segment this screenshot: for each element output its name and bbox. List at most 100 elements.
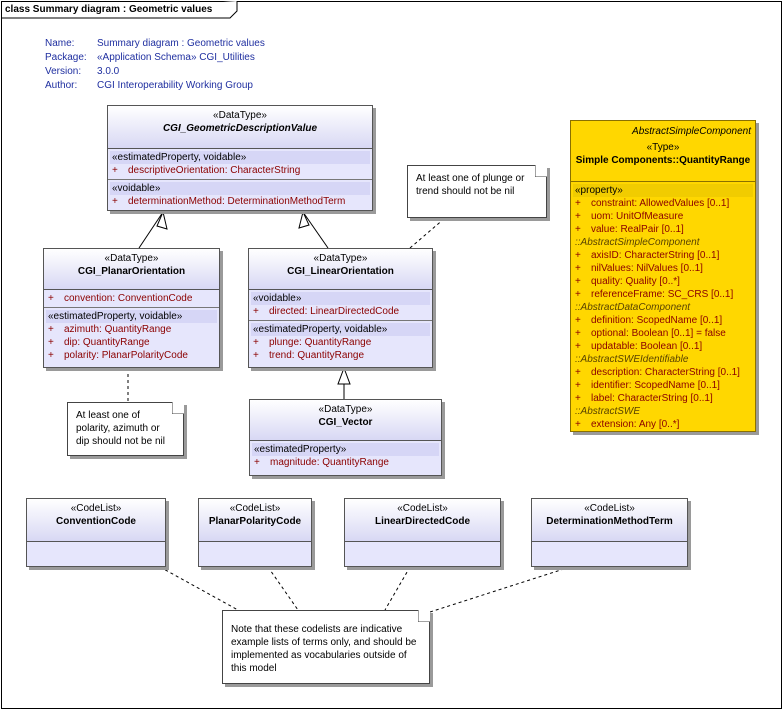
class-header: AbstractSimpleComponent «Type» Simple Co… bbox=[571, 121, 755, 182]
section-stereotype: «estimatedProperty, voidable» bbox=[251, 323, 430, 336]
attribute-row[interactable]: +axisID: CharacterString [0..1] bbox=[571, 249, 755, 262]
attribute-row[interactable]: +descriptiveOrientation: CharacterString bbox=[108, 164, 372, 177]
property-value: CGI Interoperability Working Group bbox=[97, 80, 253, 91]
attribute-text: quality: Quality [0..*] bbox=[591, 276, 680, 287]
attribute-row[interactable]: +label: CharacterString [0..1] bbox=[571, 392, 755, 405]
class-stereotype: «DataType» bbox=[213, 110, 267, 121]
visibility-marker: + bbox=[48, 350, 54, 361]
class-header: «DataType» CGI_Vector bbox=[250, 400, 441, 441]
attribute-text: magnitude: QuantityRange bbox=[270, 457, 389, 468]
section-stereotype: «estimatedProperty» bbox=[252, 443, 439, 456]
note-text: At least one of plunge or trend should n… bbox=[416, 173, 525, 197]
codelist-convention-code[interactable]: «CodeList» ConventionCode bbox=[26, 498, 166, 567]
attribute-row[interactable]: +trend: QuantityRange bbox=[249, 349, 432, 362]
attribute-section: «estimatedProperty, voidable»+azimuth: Q… bbox=[44, 308, 219, 364]
attribute-row[interactable]: +value: RealPair [0..1] bbox=[571, 223, 755, 236]
class-stereotype: «DataType» bbox=[104, 253, 159, 264]
inherited-group-label: ::AbstractSWEIdentifiable bbox=[575, 354, 689, 365]
visibility-marker: + bbox=[112, 165, 118, 176]
class-parent: AbstractSimpleComponent bbox=[632, 126, 751, 137]
attribute-row[interactable]: +plunge: QuantityRange bbox=[249, 336, 432, 349]
visibility-marker: + bbox=[48, 293, 54, 304]
note-link-determination bbox=[429, 566, 571, 613]
frame-tab-shape bbox=[1, 1, 238, 19]
note-fold-icon bbox=[535, 165, 547, 177]
property-value: 3.0.0 bbox=[97, 66, 120, 77]
section-stereotype: «voidable» bbox=[110, 182, 370, 195]
attribute-text: referenceFrame: SC_CRS [0..1] bbox=[591, 289, 734, 300]
visibility-marker: + bbox=[575, 276, 581, 287]
attribute-section: «estimatedProperty»+magnitude: QuantityR… bbox=[250, 441, 441, 471]
attribute-text: label: CharacterString [0..1] bbox=[591, 393, 713, 404]
class-stereotype: «CodeList» bbox=[397, 503, 448, 514]
class-quantity-range[interactable]: AbstractSimpleComponent «Type» Simple Co… bbox=[570, 120, 756, 432]
visibility-marker: + bbox=[575, 367, 581, 378]
attribute-row[interactable]: + azimuth: QuantityRange bbox=[44, 323, 219, 336]
class-stereotype: «CodeList» bbox=[70, 503, 122, 514]
attribute-text: convention: ConventionCode bbox=[64, 293, 193, 304]
attribute-row[interactable]: +dip: QuantityRange bbox=[44, 336, 219, 349]
note-text: Note that these codelists are indicative… bbox=[231, 624, 417, 674]
property-key: Version: bbox=[45, 66, 82, 77]
section-divider bbox=[44, 307, 219, 308]
attribute-row[interactable]: + description: CharacterString [0..1] bbox=[571, 366, 755, 379]
class-body: «voidable»+directed: LinearDirectedCode«… bbox=[249, 290, 432, 364]
codelist-planar-polarity-code[interactable]: «CodeList» PlanarPolarityCode bbox=[198, 498, 312, 567]
class-stereotype: «DataType» bbox=[313, 253, 368, 264]
note-link-polarity bbox=[267, 566, 299, 611]
class-name: CGI_Vector bbox=[318, 417, 373, 428]
class-name: CGI_GeometricDescriptionValue bbox=[162, 123, 318, 134]
note-fold-icon bbox=[172, 402, 184, 414]
section-stereotype: «estimatedProperty, voidable» bbox=[46, 310, 217, 323]
attribute-row[interactable]: +nilValues: NilValues [0..1] bbox=[571, 262, 755, 275]
class-planar-orientation[interactable]: «DataType» CGI_PlanarOrientation + conven… bbox=[43, 248, 220, 368]
attribute-row[interactable]: +definition: ScopedName [0..1] bbox=[571, 314, 755, 327]
class-linear-orientation[interactable]: «DataType» CGI_LinearOrientation «voidab… bbox=[248, 248, 433, 368]
class-header: «CodeList» DeterminationMethodTerm bbox=[532, 499, 687, 542]
attribute-row[interactable]: + quality: Quality [0..*] bbox=[571, 275, 755, 288]
attribute-row[interactable]: + optional: Boolean [0..1] = false bbox=[571, 327, 755, 340]
property-value: Summary diagram : Geometric values bbox=[97, 38, 265, 49]
attribute-row[interactable]: + referenceFrame: SC_CRS [0..1] bbox=[571, 288, 755, 301]
attribute-text: azimuth: QuantityRange bbox=[64, 324, 172, 335]
visibility-marker: + bbox=[575, 419, 581, 430]
visibility-marker: + bbox=[253, 350, 259, 361]
class-vector[interactable]: «DataType» CGI_Vector «estimatedProperty… bbox=[249, 399, 442, 476]
generalization-linear bbox=[302, 211, 329, 249]
class-geometric-description-value[interactable]: «DataType» CGI_GeometricDescriptionValue… bbox=[107, 105, 373, 211]
attribute-text: nilValues: NilValues [0..1] bbox=[591, 263, 703, 274]
attribute-row[interactable]: + extension: Any [0..*] bbox=[571, 418, 755, 431]
note-codelists[interactable]: Note that these codelists are indicative… bbox=[222, 610, 430, 684]
attribute-row[interactable]: +identifier: ScopedName [0..1] bbox=[571, 379, 755, 392]
visibility-marker: + bbox=[575, 328, 581, 339]
class-body: + convention: ConventionCode «estimatedPro… bbox=[44, 290, 219, 364]
note-planar-orientation[interactable]: At least one of polarity, azimuth or dip… bbox=[67, 402, 184, 456]
attribute-row[interactable]: +updatable: Boolean [0..1] bbox=[571, 340, 755, 353]
attribute-text: optional: Boolean [0..1] = false bbox=[591, 328, 726, 339]
attribute-text: description: CharacterString [0..1] bbox=[591, 367, 740, 378]
visibility-marker: + bbox=[48, 324, 54, 335]
attribute-row[interactable]: +magnitude: QuantityRange bbox=[250, 456, 441, 469]
codelist-linear-directed-code[interactable]: «CodeList» LinearDirectedCode bbox=[344, 498, 501, 567]
class-header: «DataType» CGI_GeometricDescriptionValue bbox=[108, 106, 372, 149]
attribute-row[interactable]: +uom: UnitOfMeasure bbox=[571, 210, 755, 223]
attribute-text: dip: QuantityRange bbox=[64, 337, 150, 348]
property-key: Author: bbox=[45, 80, 78, 91]
attribute-row[interactable]: +determinationMethod: DeterminationMetho… bbox=[108, 195, 372, 208]
attribute-text: axisID: CharacterString [0..1] bbox=[591, 250, 720, 261]
codelist-determination-method-term[interactable]: «CodeList» DeterminationMethodTerm bbox=[531, 498, 688, 567]
property-row: Name:Summary diagram : Geometric values bbox=[45, 37, 265, 51]
attribute-text: extension: Any [0..*] bbox=[591, 419, 680, 430]
attribute-row[interactable]: + convention: ConventionCode bbox=[44, 292, 219, 305]
class-header: «DataType» CGI_PlanarOrientation bbox=[44, 249, 219, 290]
attribute-row[interactable]: +directed: LinearDirectedCode bbox=[249, 305, 432, 318]
inherited-group-label: ::AbstractSWE bbox=[575, 406, 641, 417]
note-linear-orientation[interactable]: At least one of plunge or trend should n… bbox=[407, 165, 547, 218]
property-row: Package:«Application Schema» CGI_Utiliti… bbox=[45, 51, 265, 65]
generalization-arrowhead-linear bbox=[298, 210, 310, 229]
attribute-row[interactable]: +polarity: PlanarPolarityCode bbox=[44, 349, 219, 362]
attribute-row[interactable]: +constraint: AllowedValues [0..1] bbox=[571, 197, 755, 210]
class-stereotype: «CodeList» bbox=[584, 503, 635, 514]
visibility-marker: + bbox=[575, 289, 581, 300]
